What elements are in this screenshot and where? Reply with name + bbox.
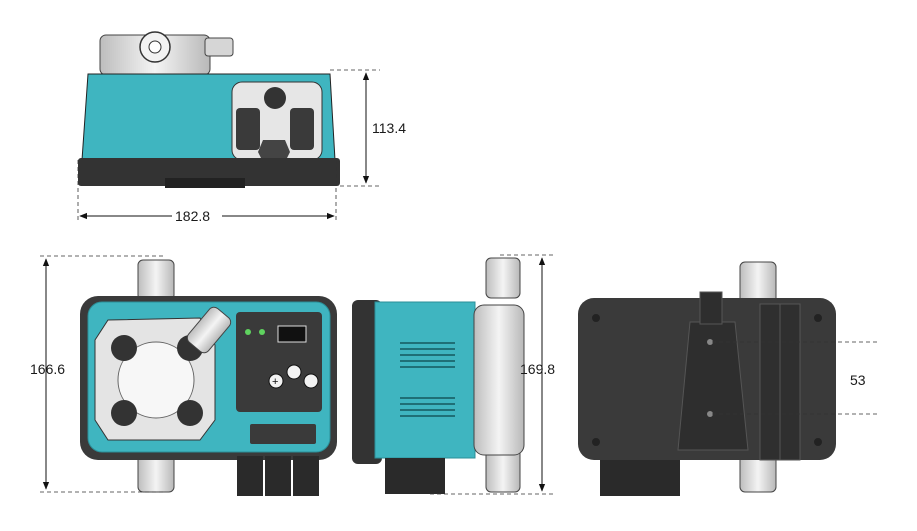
back-rib xyxy=(759,303,781,461)
back-valve-top xyxy=(739,261,777,305)
cable-connector xyxy=(237,456,263,496)
plus-glyph: + xyxy=(272,376,278,388)
screw xyxy=(592,314,600,322)
top-nut xyxy=(258,140,290,162)
side-vent-bottom xyxy=(400,397,455,417)
cable-connector xyxy=(293,456,319,496)
led-indicator-icon xyxy=(259,329,265,335)
head-bolt xyxy=(111,335,137,361)
back-connectors xyxy=(600,460,680,496)
dim-top-height: 113.4 xyxy=(372,120,406,136)
top-base xyxy=(78,158,340,186)
label-slot xyxy=(250,424,316,444)
head-bolt xyxy=(177,400,203,426)
mount-hole xyxy=(707,411,713,417)
back-rib xyxy=(779,303,801,461)
bracket-tab xyxy=(699,291,723,325)
screw xyxy=(814,314,822,322)
front-valve-top xyxy=(137,259,175,301)
bleed-valve xyxy=(186,306,232,354)
display xyxy=(277,325,307,343)
dim-front-height: 166.6 xyxy=(30,361,65,377)
head-bolt xyxy=(111,400,137,426)
front-view: + 166.6 xyxy=(30,255,337,496)
pump-diaphragm xyxy=(117,341,195,419)
dim-label-bg xyxy=(172,206,222,226)
side-vent-top xyxy=(400,342,455,368)
cable-connector xyxy=(265,456,291,496)
top-view: 113.4 182.8 xyxy=(77,31,406,226)
back-view: 53 xyxy=(578,261,880,496)
top-connector-left xyxy=(236,108,260,150)
side-pump-head xyxy=(473,304,525,456)
side-connectors xyxy=(385,458,445,494)
plus-button-icon[interactable] xyxy=(268,373,284,389)
top-clip xyxy=(165,178,245,188)
top-knob-center xyxy=(148,40,162,54)
mount-hole xyxy=(707,339,713,345)
screw xyxy=(814,438,822,446)
top-fitting xyxy=(204,37,234,57)
side-view: 169.8 xyxy=(352,254,556,495)
dim-top-width: 182.8 xyxy=(175,208,210,224)
screw xyxy=(592,438,600,446)
minus-button-icon[interactable] xyxy=(286,364,302,380)
top-port xyxy=(264,87,286,109)
led-indicator-icon xyxy=(245,329,251,335)
dim-mount-spacing: 53 xyxy=(850,372,866,388)
side-housing xyxy=(374,301,476,459)
top-connector-right xyxy=(290,108,314,150)
minus-button-icon[interactable] xyxy=(303,373,319,389)
side-valve-top xyxy=(485,257,521,299)
dim-side-height: 169.8 xyxy=(520,361,555,377)
